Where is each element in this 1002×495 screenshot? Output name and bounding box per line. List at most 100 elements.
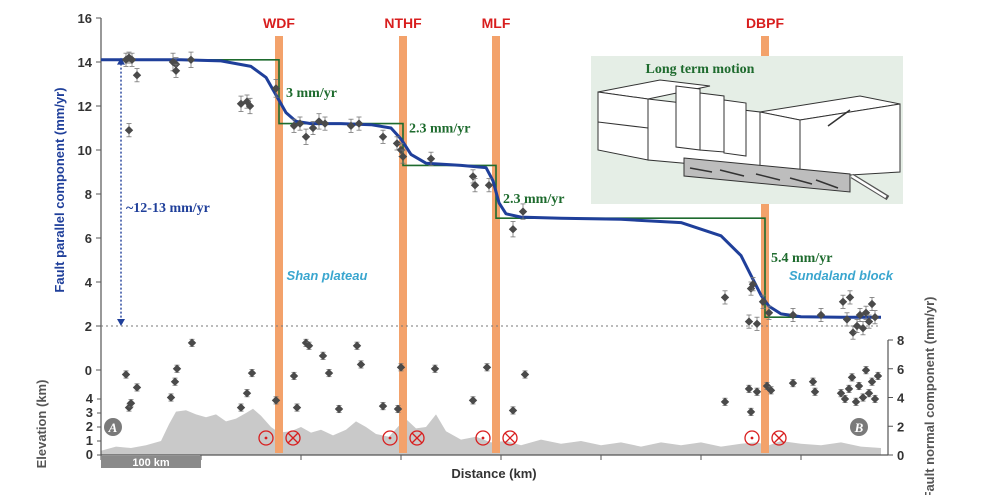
out-of-plane-dot-center-icon: [388, 436, 392, 440]
normal-point: [752, 387, 762, 396]
labels: Distance (km) Fault parallel component (…: [34, 15, 937, 495]
y-tick-label: 16: [78, 11, 92, 26]
fault-bar-nthf: [399, 36, 407, 453]
normal-point: [468, 396, 478, 405]
inset-slab-2: [699, 92, 725, 153]
normal-point: [124, 403, 134, 412]
elev-tick-label: 1: [86, 433, 93, 448]
region-label: Shan plateau: [287, 268, 368, 283]
inset-slab-3: [723, 99, 747, 157]
y-tick-label: 0: [85, 363, 92, 378]
parallel-point: [168, 57, 178, 67]
parallel-point: [508, 225, 518, 234]
parallel-point: [171, 66, 181, 75]
into-plane-cross-b-icon: [773, 432, 785, 444]
parallel-point: [289, 121, 299, 130]
inset-arrow-4: [789, 177, 813, 185]
inset-slab-1: [675, 85, 701, 151]
scale-bar: 100 km: [101, 456, 201, 469]
normal-point: [508, 406, 518, 415]
into-plane-cross-icon: [771, 430, 787, 446]
normal-point: [861, 365, 871, 375]
normal-point: [121, 370, 131, 379]
normal-point: [356, 360, 366, 369]
normal-point: [172, 364, 182, 373]
inset-title: Long term motion: [646, 62, 755, 77]
normal-point: [482, 363, 492, 372]
elev-tick-label: 2: [86, 419, 93, 434]
out-of-plane-dot-icon: [744, 430, 760, 446]
parallel-point: [518, 207, 528, 216]
parallel-point: [426, 154, 436, 163]
y-right-tick-label: 2: [897, 419, 904, 434]
normal-point: [430, 364, 440, 373]
parallel-point: [121, 55, 131, 64]
inset-arrow-5: [815, 179, 839, 189]
parallel-point: [271, 84, 281, 93]
parallel-point: [848, 328, 858, 337]
normal-point: [858, 393, 868, 402]
normal-point: [810, 387, 820, 396]
normal-point: [840, 394, 850, 404]
out-of-plane-dot-center-icon: [264, 436, 268, 440]
parallel-point: [320, 119, 330, 128]
inset-block-diagram: Long term motion: [591, 56, 903, 204]
y-tick-label: 14: [78, 55, 93, 70]
out-of-plane-dot-center-icon: [750, 436, 754, 440]
parallel-point: [816, 310, 826, 320]
parallel-point: [858, 324, 868, 333]
into-plane-cross-icon: [285, 430, 301, 446]
inset-arrow-2: [719, 169, 745, 177]
normal-point: [393, 404, 403, 414]
normal-point: [396, 363, 406, 372]
elevation-axis-label: Elevation (km): [34, 380, 49, 469]
parallel-point: [838, 297, 848, 306]
parallel-point: [354, 119, 364, 128]
y-right-tick-label: 4: [897, 391, 905, 406]
y-tick-label: 8: [85, 187, 92, 202]
normal-point: [242, 388, 252, 398]
normal-point: [247, 368, 257, 378]
parallel-point: [124, 126, 134, 135]
fault-bar-wdf: [275, 36, 283, 453]
parallel-point: [720, 293, 730, 302]
profile-label-a: A: [108, 420, 118, 435]
normal-point: [847, 373, 857, 382]
normal-point: [844, 384, 854, 394]
parallel-point: [301, 132, 311, 141]
arrow-up-icon: [117, 57, 125, 65]
normal-point: [318, 351, 328, 361]
parallel-point: [788, 310, 798, 320]
y-axis-label: Fault parallel component (mm/yr): [52, 87, 67, 292]
profile-labels: A B: [104, 418, 868, 436]
normal-point: [292, 403, 302, 412]
y-tick-label: 4: [85, 275, 93, 290]
profile-label-a-circle: [104, 418, 122, 436]
scale-bar-label: 100 km: [132, 457, 170, 469]
parallel-point: [758, 297, 768, 306]
into-plane-cross-icon: [409, 430, 425, 446]
normal-point: [766, 386, 776, 395]
normal-point: [864, 388, 874, 398]
normal-point: [170, 377, 180, 386]
parallel-point: [308, 123, 318, 133]
elev-tick-label: 0: [86, 447, 93, 462]
parallel-point: [295, 119, 305, 128]
out-of-plane-dot-icon: [382, 430, 398, 446]
region-label: Sundaland block: [789, 268, 894, 283]
into-plane-cross-b-icon: [504, 432, 516, 444]
normal-point: [352, 341, 362, 350]
parallel-point: [864, 317, 874, 326]
fault-label-mlf: MLF: [482, 15, 511, 31]
parallel-point: [245, 101, 255, 111]
normal-point: [324, 368, 334, 378]
parallel-point: [242, 97, 252, 106]
normal-point: [289, 371, 299, 381]
parallel-point: [484, 181, 494, 190]
y-right-tick-label: 8: [897, 333, 904, 348]
elevation-layer: [101, 408, 881, 455]
parallel-point: [744, 317, 754, 326]
parallel-point: [127, 55, 137, 64]
